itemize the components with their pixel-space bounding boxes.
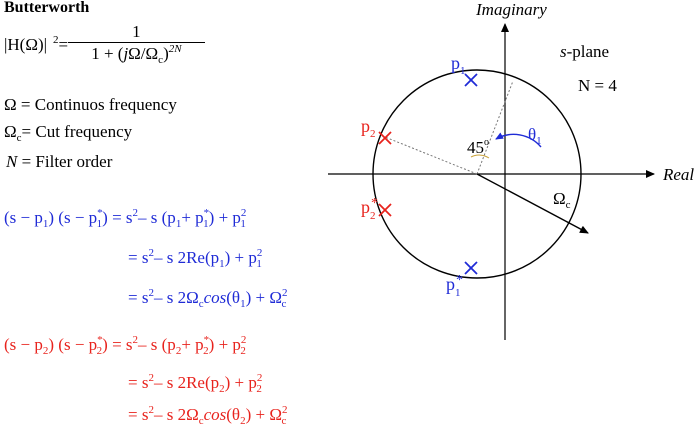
cutoff-radius-arrow: [476, 173, 589, 234]
magnitude-lhs: |H(Ω)|: [4, 34, 48, 54]
pole-p2-label: p2: [361, 116, 376, 140]
legend-order: N = Filter order: [6, 152, 113, 171]
fraction-denominator: 1 + (jΩ/Ωc)2N: [91, 43, 182, 66]
imaginary-axis-label: Imaginary: [475, 0, 547, 19]
p1-guide-line: [476, 80, 514, 175]
red-eq-line1: (s − p2) (s − p*2) = s2– s (p2+ p*2) + p…: [4, 334, 247, 357]
omega-c-label: Ωc: [553, 189, 571, 211]
pole-p2-conj-label: p*2: [361, 196, 378, 222]
angle-arc-45: [470, 154, 490, 159]
red-eq-line2: = s2– s 2Re(p2) + p22: [128, 372, 263, 395]
transfer-fraction: 1 1 + (jΩ/Ωc)2N: [68, 22, 205, 66]
pole-p2-conj-marker: [378, 203, 392, 217]
pole-p1-marker: [464, 73, 478, 87]
pole-p1-conj-label: p*1: [446, 273, 463, 299]
pole-p1-label: p1: [451, 53, 466, 77]
theta-arc: [495, 132, 542, 148]
lhs-exponent: 2: [53, 33, 59, 46]
transfer-function: |H(Ω)| 2= 1 1 + (jΩ/Ωc)2N: [4, 22, 205, 68]
angle-45-label: 45o: [467, 137, 489, 157]
blue-eq-line1: (s − p1) (s − p*1) = s2– s (p1+ p*1) + p…: [4, 207, 247, 230]
p2-guide-line: [384, 136, 478, 175]
pole-p2-marker: [378, 131, 392, 145]
equals-sign: =: [58, 34, 69, 54]
s-plane-label: s-plane: [560, 42, 609, 61]
blue-eq-line3: = s2– s 2Ωccos(θ1) + Ω2c: [128, 287, 288, 310]
blue-eq-line2: = s2– s 2Re(p1) + p21: [128, 247, 263, 270]
unit-circle: [372, 69, 582, 279]
legend-omega-c: Ωc= Cut frequency: [4, 122, 133, 144]
pole-p1-conj-marker: [464, 261, 478, 275]
legend-omega: Ω = Continuos frequency: [4, 95, 177, 114]
page-title: Butterworth: [4, 0, 90, 16]
real-axis-label: Real: [662, 165, 694, 184]
red-eq-line3: = s2– s 2Ωccos(θ2) + Ω2c: [128, 404, 288, 427]
order-label: N = 4: [578, 76, 617, 95]
theta-label: θ1: [528, 125, 542, 147]
fraction-numerator: 1: [68, 22, 205, 43]
